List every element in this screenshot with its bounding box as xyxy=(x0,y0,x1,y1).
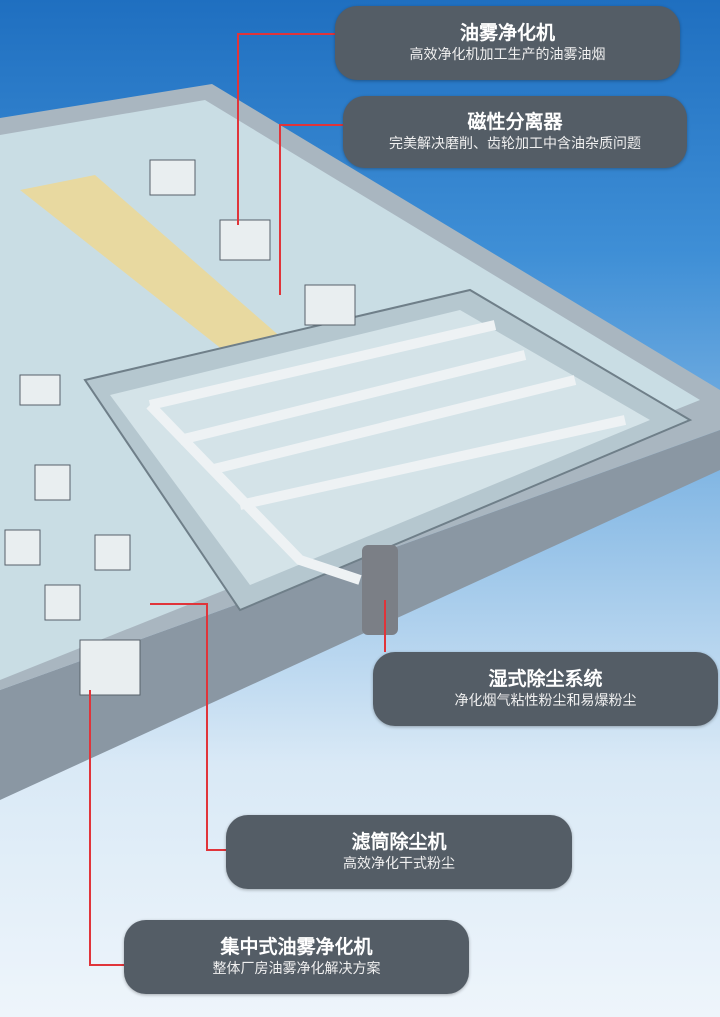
callout-title: 油雾净化机 xyxy=(459,22,555,44)
callout-title: 湿式除尘系统 xyxy=(488,668,603,690)
callout-cartridge-dust-collector: 滤筒除尘机 高效净化干式粉尘 xyxy=(226,815,572,889)
callout-magnetic-separator: 磁性分离器 完美解决磨削、齿轮加工中含油杂质问题 xyxy=(343,96,687,168)
machines xyxy=(4,159,356,696)
callout-subtitle: 整体厂房油雾净化解决方案 xyxy=(212,961,381,977)
leader-lines xyxy=(89,33,386,966)
callout-subtitle: 完美解决磨削、齿轮加工中含油杂质问题 xyxy=(389,136,641,152)
callout-subtitle: 高效净化机加工生产的油雾油烟 xyxy=(409,47,606,63)
ductwork xyxy=(146,320,627,585)
callout-title: 磁性分离器 xyxy=(467,111,563,133)
callout-subtitle: 高效净化干式粉尘 xyxy=(343,856,455,872)
callout-wet-dust-collector: 湿式除尘系统 净化烟气粘性粉尘和易爆粉尘 xyxy=(373,652,718,726)
callout-title: 集中式油雾净化机 xyxy=(220,936,373,958)
callout-oil-mist-purifier: 油雾净化机 高效净化机加工生产的油雾油烟 xyxy=(335,6,680,80)
callout-subtitle: 净化烟气粘性粉尘和易爆粉尘 xyxy=(454,693,637,709)
wet-scrubber xyxy=(362,545,398,635)
floor-slab-edge xyxy=(0,430,720,800)
callout-central-oil-mist-purifier: 集中式油雾净化机 整体厂房油雾净化解决方案 xyxy=(124,920,469,994)
callout-title: 滤筒除尘机 xyxy=(351,831,447,853)
